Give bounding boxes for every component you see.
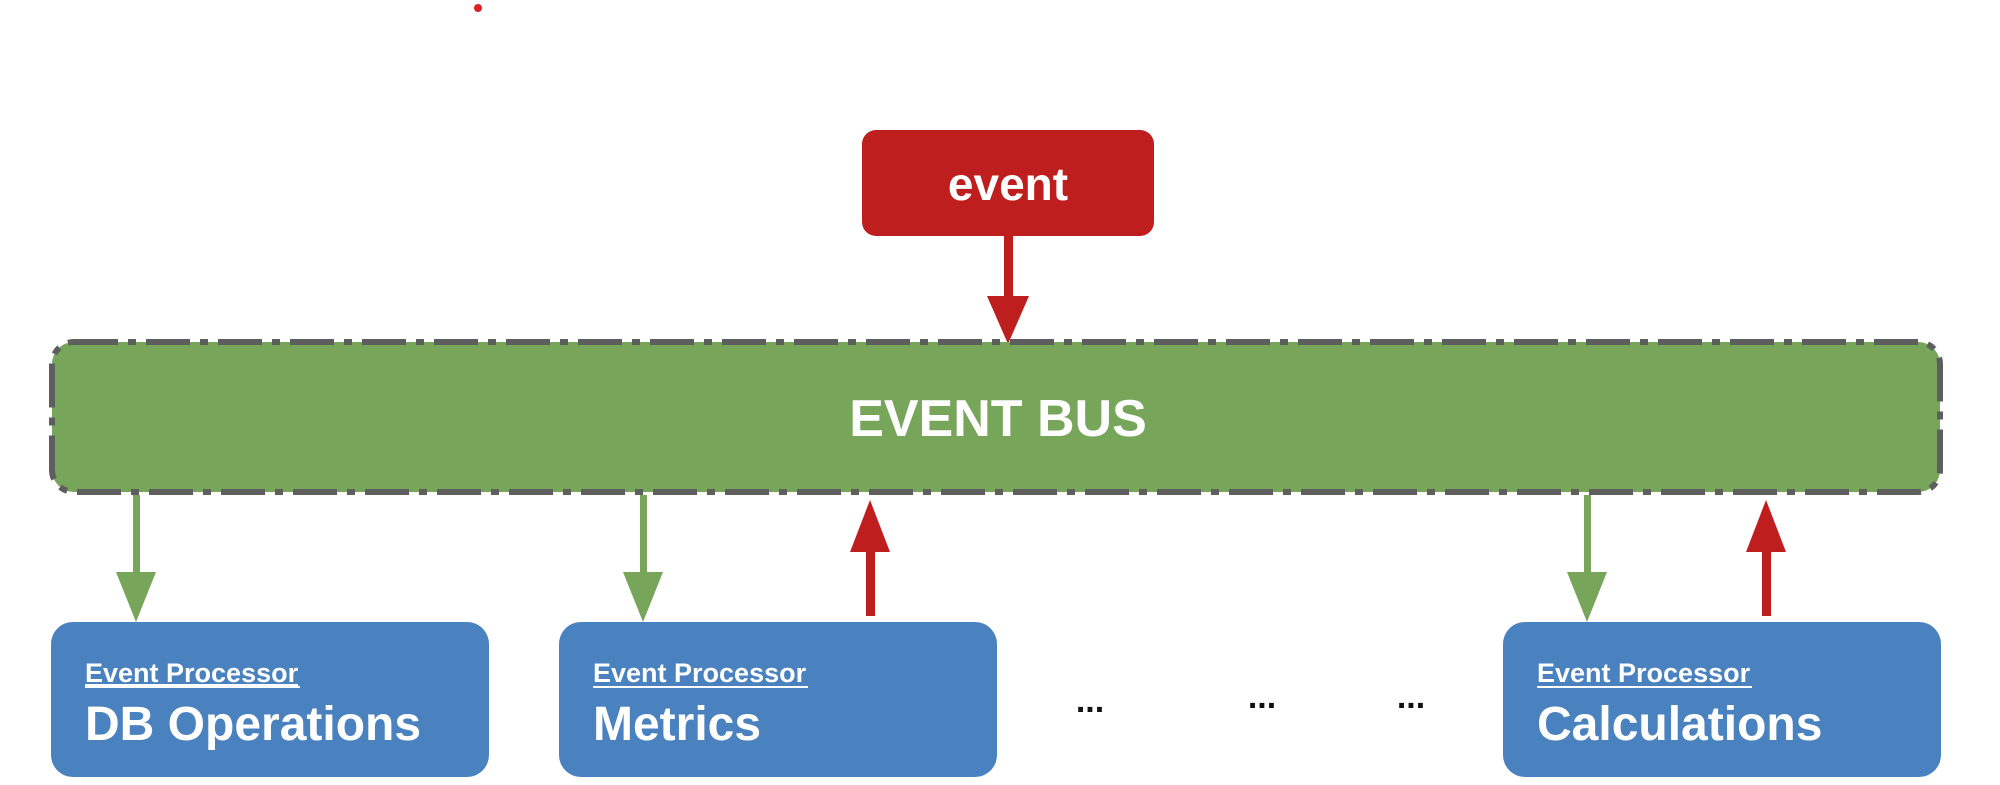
processor-title: DB Operations [85,698,421,751]
processor-db-operations: Event Processor DB Operations [51,622,489,777]
publish-arrow-metrics [850,500,890,616]
subscribe-arrow-metrics [623,495,663,622]
processor-metrics: Event Processor Metrics [559,622,997,777]
subscribe-arrow-db [116,495,156,622]
subscribe-arrow-calculations [1567,495,1607,622]
event-box [862,130,1154,236]
event-bus-label: EVENT BUS [849,390,1147,448]
event-source: event [862,130,1154,236]
processor-box [1503,622,1941,777]
event-label: event [948,158,1068,210]
processor-calculations: Event Processor Calculations [1503,622,1941,777]
event-bus-bar [49,339,1943,495]
processor-title: Calculations [1537,698,1822,751]
processor-title: Metrics [593,698,761,751]
processor-box [51,622,489,777]
processor-box [559,622,997,777]
processor-caption: Event Processor [85,658,299,688]
processor-caption: Event Processor [593,658,807,688]
ellipsis-2: ... [1248,678,1276,716]
event-to-bus-arrow [987,236,1029,344]
event-bus: EVENT BUS [49,339,1943,495]
ellipsis-1: ... [1076,682,1104,720]
red-dot [474,4,482,12]
processor-caption: Event Processor [1537,658,1751,688]
ellipsis-3: ... [1397,678,1425,716]
publish-arrow-calculations [1746,500,1786,616]
